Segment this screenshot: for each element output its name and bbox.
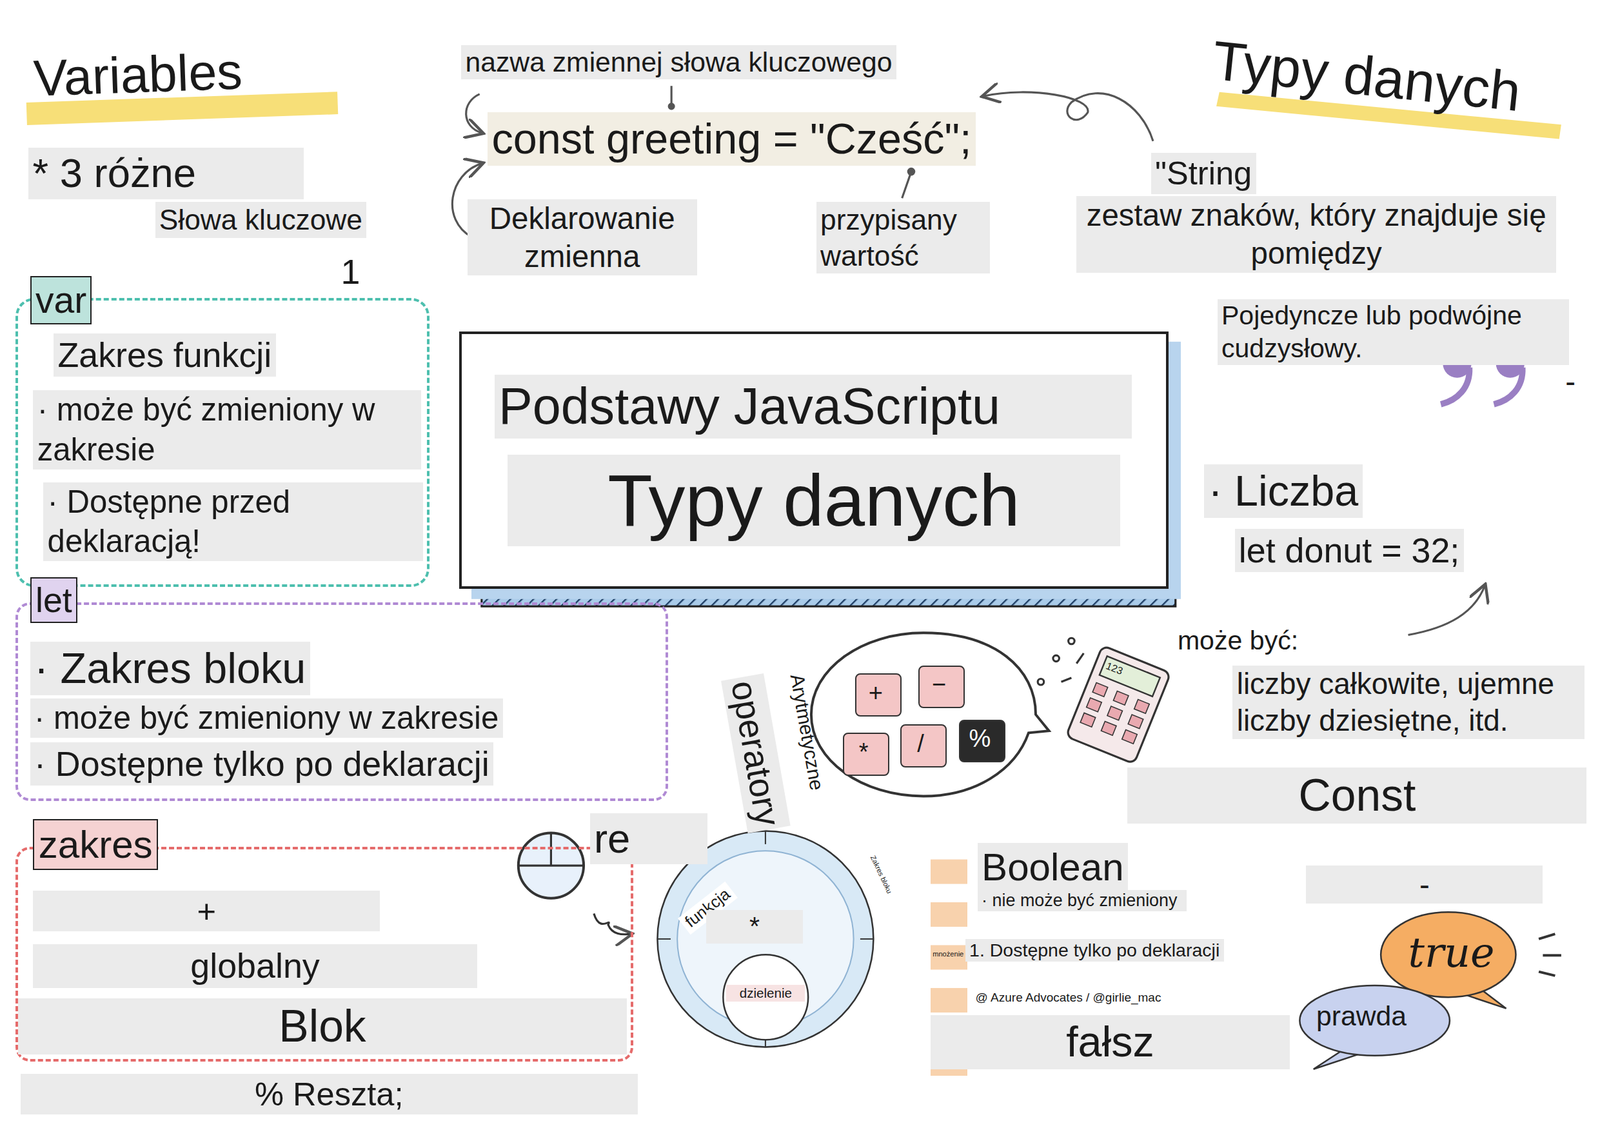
keyword-box: varZakres funkcji· może być zmieniony w …	[15, 297, 430, 587]
text-label: fałsz	[930, 1015, 1290, 1069]
text-label: -	[1305, 865, 1543, 904]
ring-tick	[860, 938, 874, 940]
text-label: mnożenie	[931, 949, 965, 959]
operator-key: /	[900, 724, 947, 768]
squiggle-arrow	[593, 913, 631, 934]
text-label: 1. Dostępne tylko po deklaracji	[965, 938, 1225, 963]
speech-bubble: true	[1379, 911, 1518, 999]
code-sample: let donut = 32;	[1234, 528, 1464, 573]
node-text: −	[919, 669, 959, 701]
text-label: Słowa kluczowe	[155, 201, 367, 238]
ring-tick	[657, 938, 671, 940]
text-label: operatory	[720, 673, 791, 834]
speech-bubble	[811, 632, 1050, 796]
quote-mark	[1493, 367, 1522, 405]
speech-bubble: prawda	[1298, 984, 1452, 1057]
shape-outline	[1380, 911, 1516, 998]
title-box: Podstawy JavaScriptuTypy danych	[459, 331, 1169, 589]
node-text: · Zakres bloku	[30, 641, 311, 696]
text-label: -	[1561, 362, 1580, 401]
scope-circle: dzielenie	[722, 953, 810, 1041]
leader-arrow	[983, 92, 1154, 142]
node-text: prawda	[1312, 998, 1412, 1034]
text-label: Deklarowanie zmienna	[467, 199, 698, 277]
node-text: globalny	[32, 944, 477, 988]
text-label: zestaw znaków, który znajduje się pomięd…	[1076, 196, 1557, 273]
node-text: · może być zmieniony w zakresie	[30, 698, 504, 738]
node-text: *	[706, 909, 803, 943]
inner-ring	[677, 850, 854, 1027]
node-text: Blok	[18, 998, 628, 1055]
text-label: może być:	[1173, 624, 1303, 658]
operator-key: −	[918, 665, 965, 709]
keyword-box: let· Zakres bloku· może być zmieniony w …	[15, 602, 669, 802]
leader-line	[902, 174, 911, 198]
operator-key: %	[958, 719, 1006, 763]
text-label: · Liczba	[1204, 464, 1363, 518]
ring-tick	[764, 830, 767, 845]
text-label: liczby całkowite, ujemne liczby dziesięt…	[1232, 665, 1585, 740]
credit: @ Azure Advocates / @girlie_mac	[971, 989, 1165, 1006]
node-text: /	[901, 728, 941, 760]
section-heading: Variables	[28, 39, 248, 111]
node-text: *	[844, 737, 883, 769]
leader-arrow	[466, 94, 482, 133]
text-label: Const	[1127, 767, 1587, 824]
node-text: Podstawy JavaScriptu	[494, 374, 1133, 439]
keyword-tag: var	[30, 276, 93, 325]
code-sample: const greeting = "Cześć";	[487, 112, 976, 166]
leader-dot	[907, 167, 916, 177]
operator-key: +	[855, 673, 902, 717]
node-text: %	[960, 723, 999, 755]
text-label: Zakres bloku	[867, 853, 894, 896]
node-text: · Dostępne tylko po deklaracji	[30, 742, 494, 786]
text-label: * 3 różne	[28, 147, 304, 199]
shape-outline	[723, 955, 809, 1041]
text-label: Pojedyncze lub podwójne cudzysłowy.	[1217, 299, 1570, 366]
text-label: re	[590, 813, 708, 865]
node-text: +	[856, 677, 896, 709]
node-text: Typy danych	[507, 454, 1120, 547]
text-label: % Reszta;	[20, 1073, 638, 1115]
node-text: · może być zmieniony w zakresie	[32, 390, 421, 470]
operator-key: *	[842, 732, 890, 776]
calculator-icon	[1066, 645, 1172, 765]
keyword-tag: let	[30, 577, 78, 623]
shape-outline	[1299, 985, 1450, 1056]
sound-marks	[1538, 933, 1562, 976]
node-text: +	[32, 890, 380, 932]
leader-dot	[668, 102, 676, 110]
node-text: · Dostępne przed deklaracją!	[43, 482, 424, 562]
scope-box: zakres+globalnyBlok	[15, 846, 634, 1061]
text-label: · nie może być zmieniony	[977, 889, 1187, 912]
text-label: przypisany wartość	[816, 201, 990, 274]
text-label: Boolean	[977, 842, 1128, 892]
node-text: dzielenie	[726, 984, 805, 1002]
leader-arrow	[1408, 586, 1486, 636]
text-label: nazwa zmiennej słowa kluczowego	[461, 45, 897, 80]
quote-mark	[1440, 367, 1470, 405]
callout-number: 1	[336, 250, 365, 294]
text-label: "String	[1151, 152, 1257, 194]
clock-icon	[518, 832, 584, 898]
node-text: Zakres funkcji	[53, 333, 276, 377]
splash-marks	[1037, 637, 1084, 685]
leader-line	[670, 85, 673, 106]
node-text: true	[1403, 927, 1499, 979]
keyword-tag: zakres	[32, 819, 159, 870]
